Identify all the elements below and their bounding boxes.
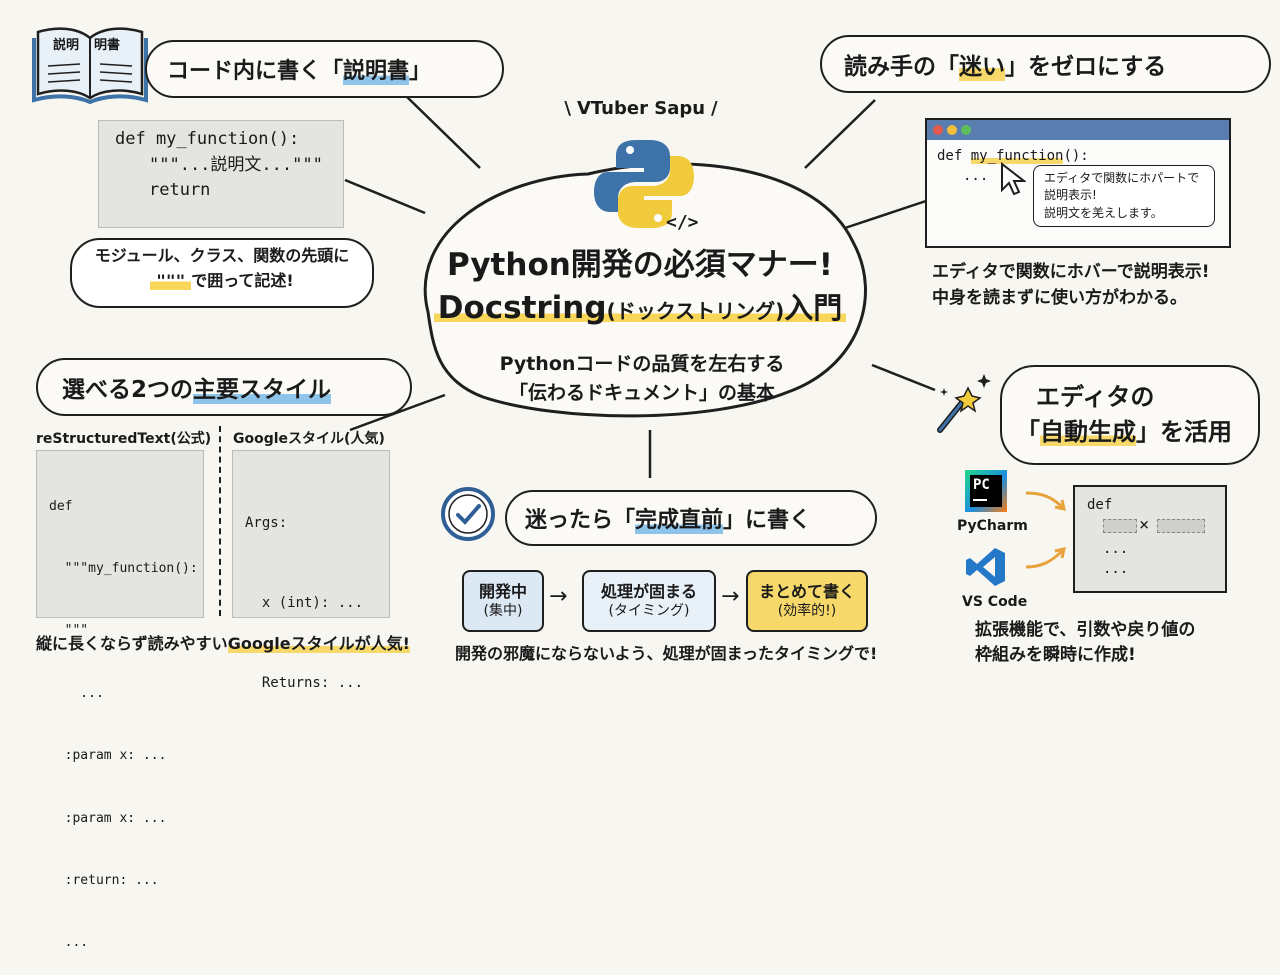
center-subtitle: Pythonコードの品質を左右する 「伝わるドキュメント」の基本 bbox=[499, 353, 785, 404]
pycharm-label: PyCharm bbox=[957, 518, 1028, 534]
note-google-popular: 縦に長くならず読みやすいGoogleスタイルが人気! bbox=[36, 634, 410, 653]
step-logic-settles: 処理が固まる (タイミング) bbox=[582, 570, 716, 632]
center-title: Python開発の必須マナー! Docstring(ドックストリング)入門 bbox=[420, 247, 860, 328]
generated-docstring-box: def × ... ... bbox=[1073, 485, 1227, 593]
tooltip-box: エディタで関数にホパートで 説明表示! 説明文を羌えします。 bbox=[1033, 165, 1215, 227]
python-logo-icon bbox=[594, 140, 694, 228]
arrow-right-icon: → bbox=[549, 584, 568, 609]
code-sample-rest: def """my_function(): """ ... :param x: … bbox=[36, 450, 204, 950]
magic-wand-icon bbox=[937, 374, 991, 433]
note-hover-display: エディタで関数にホバーで説明表示! 中身を読まずに使い方がわかる。 bbox=[932, 262, 1210, 308]
window-minimize-dot bbox=[947, 125, 957, 135]
window-close-dot bbox=[933, 125, 943, 135]
clock-check-icon bbox=[441, 487, 495, 541]
book-left-text: 説明 bbox=[53, 38, 80, 53]
note-timing: 開発の邪魔にならないよう、処理が固まったタイミングで! bbox=[455, 644, 878, 663]
book-icon bbox=[32, 27, 148, 104]
code-sample-docstring: def my_function(): """...説明文...""" retur… bbox=[98, 120, 344, 228]
center-cloud bbox=[423, 162, 867, 418]
editor-titlebar bbox=[927, 120, 1229, 140]
arrow-right-icon: → bbox=[721, 584, 740, 609]
heading-auto-generation: エディタの 「自動生成」を活用 bbox=[1000, 365, 1260, 465]
step-developing: 開発中 (集中) bbox=[462, 570, 544, 632]
style-label-rest: reStructuredText(公式) bbox=[36, 431, 212, 447]
step-write-together: まとめて書く (効率的!) bbox=[746, 570, 868, 632]
placeholder-field bbox=[1103, 519, 1137, 533]
arrows-to-editor-icon bbox=[1025, 491, 1066, 569]
style-label-google: Googleスタイル(人気) bbox=[233, 431, 385, 447]
book-right-text: 明書 bbox=[94, 38, 121, 53]
window-maximize-dot bbox=[961, 125, 971, 135]
watermark: \VTuber Sapu/ bbox=[564, 98, 718, 119]
vscode-logo-icon bbox=[966, 548, 1005, 586]
code-tag-icon: </> bbox=[666, 212, 699, 233]
style-divider bbox=[219, 426, 221, 616]
heading-write-before-done: 迷ったら「完成直前」に書く bbox=[505, 490, 877, 546]
heading-code-manual: コード内に書く「説明書」 bbox=[145, 40, 504, 98]
connector-lines bbox=[344, 94, 936, 478]
heading-two-styles: 選べる2つの主要スタイル bbox=[36, 358, 412, 416]
note-auto-generate: 拡張機能で、引数や戻り値の 枠組みを瞬時に作成! bbox=[975, 620, 1196, 665]
placeholder-field bbox=[1157, 519, 1205, 533]
title-line-1: Python開発の必須マナー! bbox=[447, 247, 833, 283]
vscode-label: VS Code bbox=[962, 594, 1028, 610]
cursor-arrow-icon bbox=[1001, 162, 1026, 196]
code-sample-google: Args: x (int): ... Returns: ... bbox=[232, 450, 390, 691]
pycharm-logo-icon: PC bbox=[965, 470, 1007, 512]
heading-zero-confusion: 読み手の「迷い」をゼロにする bbox=[820, 35, 1271, 93]
bubble-where-to-write: モジュール、クラス、関数の先頭に """で囲って記述! bbox=[70, 238, 374, 308]
title-line-2: Docstring(ドックストリング)入門 bbox=[420, 288, 860, 328]
